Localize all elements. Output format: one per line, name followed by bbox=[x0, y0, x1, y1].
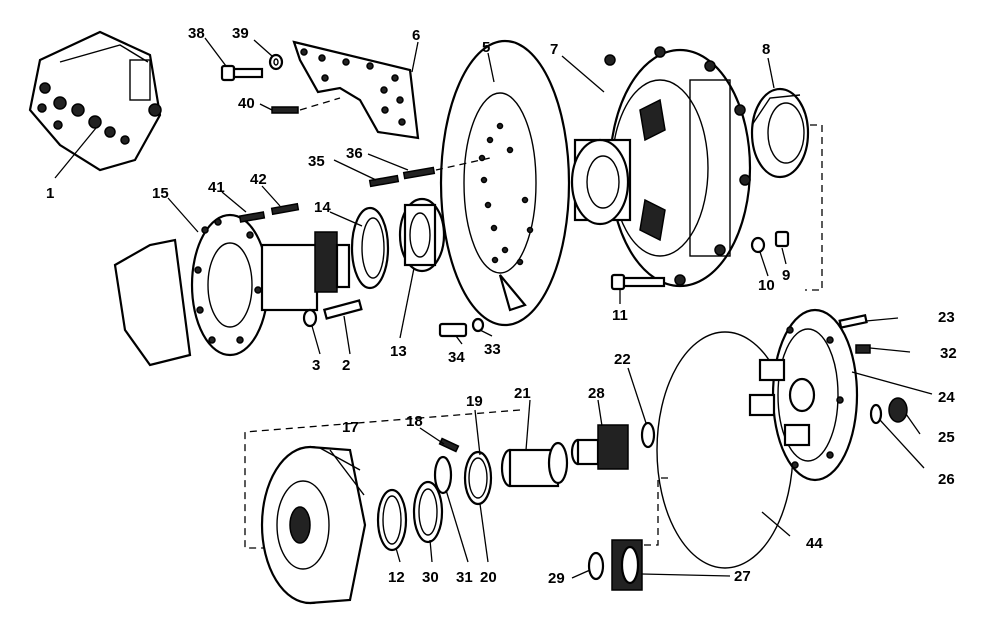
part-10-washer bbox=[750, 236, 766, 254]
label-2: 2 bbox=[342, 357, 350, 374]
part-18-bolt bbox=[438, 437, 460, 453]
part-26-seal-ring bbox=[869, 403, 883, 425]
part-28-splined-shaft bbox=[570, 424, 629, 470]
part-22-ring bbox=[640, 421, 656, 449]
label-23: 23 bbox=[938, 309, 955, 326]
label-17: 17 bbox=[342, 419, 359, 436]
label-28: 28 bbox=[588, 385, 605, 402]
part-5-brake-disc bbox=[439, 39, 571, 327]
label-18: 18 bbox=[406, 413, 423, 430]
label-31: 31 bbox=[456, 569, 473, 586]
part-40-stud bbox=[271, 97, 341, 114]
label-6: 6 bbox=[412, 27, 420, 44]
part-36-stud bbox=[402, 166, 436, 180]
part-24-planet-carrier bbox=[748, 308, 859, 482]
label-10: 10 bbox=[758, 277, 775, 294]
part-17-drum bbox=[260, 445, 367, 605]
part-14-bearing-cup bbox=[350, 206, 390, 290]
part-38-bolt bbox=[220, 64, 264, 82]
label-20: 20 bbox=[480, 569, 497, 586]
label-34: 34 bbox=[448, 349, 465, 366]
part-9-nut bbox=[774, 230, 790, 248]
part-30-ring bbox=[412, 480, 444, 544]
part-23-bolt bbox=[838, 314, 868, 329]
part-39-washer bbox=[268, 53, 284, 71]
leader-dashed-17 bbox=[244, 409, 521, 549]
label-40: 40 bbox=[238, 95, 255, 112]
leader-dashed-27 bbox=[640, 477, 668, 546]
leader-dashed-36 bbox=[435, 157, 491, 171]
part-8-seal bbox=[750, 87, 810, 179]
label-35: 35 bbox=[308, 153, 325, 170]
part-32-plug bbox=[855, 344, 871, 354]
label-24: 24 bbox=[938, 389, 955, 406]
part-15-spindle bbox=[113, 213, 351, 367]
label-38: 38 bbox=[188, 25, 205, 42]
label-36: 36 bbox=[346, 145, 363, 162]
part-34-bolt bbox=[438, 322, 468, 338]
part-25-plug bbox=[888, 397, 908, 423]
label-19: 19 bbox=[466, 393, 483, 410]
part-21-sleeve bbox=[500, 441, 569, 488]
label-26: 26 bbox=[938, 471, 955, 488]
part-6-mounting-plate bbox=[292, 40, 420, 140]
leader-lines bbox=[54, 37, 933, 579]
label-27: 27 bbox=[734, 568, 751, 585]
label-8: 8 bbox=[762, 41, 770, 58]
label-12: 12 bbox=[388, 569, 405, 586]
label-41: 41 bbox=[208, 179, 225, 196]
label-21: 21 bbox=[514, 385, 531, 402]
leader-19 bbox=[474, 409, 481, 456]
part-13-bearing-cone bbox=[398, 197, 446, 273]
label-32: 32 bbox=[940, 345, 957, 362]
label-11: 11 bbox=[612, 307, 628, 324]
label-22: 22 bbox=[614, 351, 631, 368]
part-2-bolt bbox=[322, 299, 363, 320]
part-11-bolt bbox=[610, 273, 666, 291]
leader-dashed-8 bbox=[805, 124, 823, 291]
part-31-snap-ring bbox=[433, 455, 453, 495]
label-5: 5 bbox=[482, 39, 490, 56]
part-42-stud bbox=[270, 202, 300, 216]
part-41-stud bbox=[238, 211, 266, 223]
label-1: 1 bbox=[46, 185, 54, 202]
label-30: 30 bbox=[422, 569, 439, 586]
label-42: 42 bbox=[250, 171, 267, 188]
label-25: 25 bbox=[938, 429, 955, 446]
part-29-ring bbox=[587, 551, 605, 581]
part-12-ring bbox=[376, 488, 408, 552]
part-20-ring bbox=[463, 450, 493, 506]
part-3-washer bbox=[302, 308, 318, 328]
part-7-wheel-hub bbox=[570, 46, 752, 288]
part-1-caliper bbox=[28, 30, 162, 172]
label-39: 39 bbox=[232, 25, 249, 42]
part-number-labels: 1 38 39 40 6 5 7 8 9 10 11 15 41 42 35 3… bbox=[46, 25, 957, 587]
label-14: 14 bbox=[314, 199, 331, 216]
part-35-stud bbox=[368, 174, 400, 188]
label-7: 7 bbox=[550, 41, 558, 58]
part-33-washer bbox=[471, 317, 485, 333]
label-3: 3 bbox=[312, 357, 320, 374]
label-13: 13 bbox=[390, 343, 407, 360]
label-33: 33 bbox=[484, 341, 501, 358]
part-27-planet-gear bbox=[611, 539, 643, 591]
label-44: 44 bbox=[806, 535, 823, 552]
label-29: 29 bbox=[548, 570, 565, 587]
label-9: 9 bbox=[782, 267, 790, 284]
label-15: 15 bbox=[152, 185, 169, 202]
